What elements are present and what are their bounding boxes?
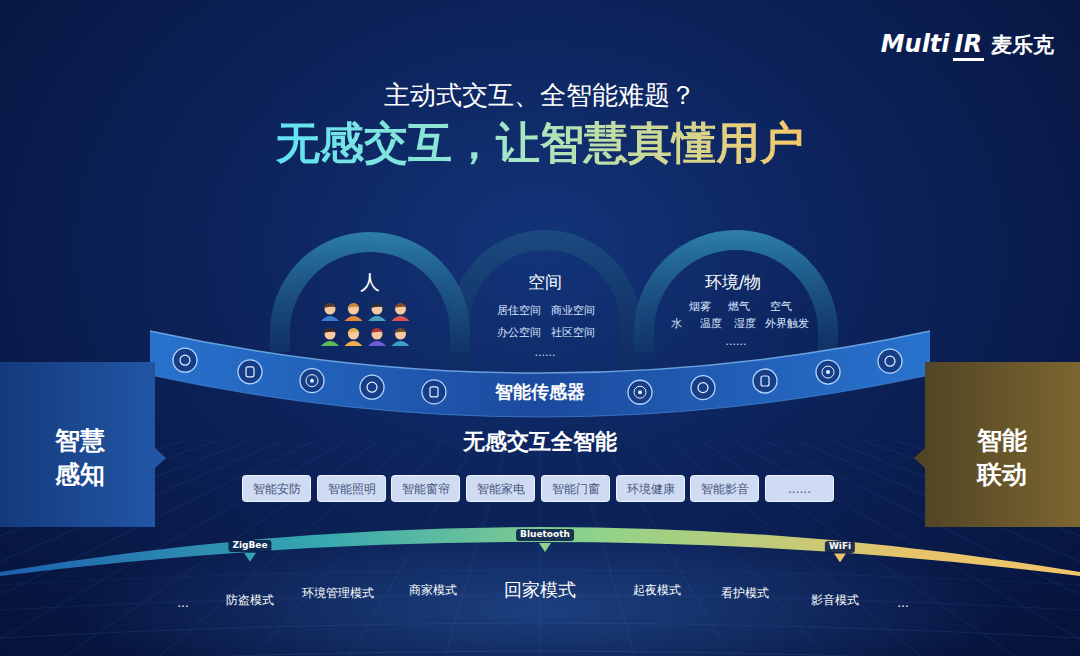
person-avatar bbox=[392, 328, 410, 346]
mode-label: 看护模式 bbox=[721, 586, 769, 600]
pointer-triangle bbox=[539, 543, 551, 552]
arch-stroke bbox=[644, 240, 828, 352]
node-item: 空气 bbox=[770, 300, 792, 313]
box-fill bbox=[467, 476, 535, 502]
mode-label: 防盗模式 bbox=[226, 593, 274, 607]
logo-word: Multi bbox=[881, 30, 950, 58]
node-item: ...... bbox=[726, 335, 747, 348]
mode-label: 起夜模式 bbox=[633, 583, 681, 597]
box-label: 智能窗帘 bbox=[402, 481, 450, 495]
side-panel: 智能联动 bbox=[912, 362, 1080, 527]
brand-logo: MultiIR麦乐克 bbox=[881, 30, 1054, 61]
sensor-icon bbox=[628, 380, 652, 404]
node-item: 水 bbox=[671, 317, 682, 330]
node-item: 社区空间 bbox=[551, 326, 595, 339]
feature-box: 环境健康 bbox=[616, 475, 685, 502]
sensor-icon bbox=[816, 360, 840, 384]
protocol-label: Bluetooth bbox=[516, 529, 574, 541]
node-heading: 环境/物 bbox=[705, 272, 762, 292]
person-avatar bbox=[368, 328, 386, 346]
person-avatar bbox=[321, 328, 339, 346]
box-fill bbox=[318, 476, 386, 502]
mode-label: 商家模式 bbox=[409, 583, 457, 597]
mode-label: 回家模式 bbox=[504, 579, 576, 601]
feature-box: 智能安防 bbox=[242, 475, 311, 502]
mode-ellipsis: ... bbox=[897, 596, 908, 610]
box-fill bbox=[617, 476, 685, 502]
box-label: ...... bbox=[788, 481, 811, 495]
box-fill bbox=[542, 476, 610, 502]
sensor-icon bbox=[173, 348, 197, 372]
node-item: 燃气 bbox=[728, 300, 750, 313]
sensor-band: 智能传感器 bbox=[150, 325, 930, 465]
feature-box: 智能家电 bbox=[466, 475, 535, 502]
box-label: 智能安防 bbox=[253, 481, 301, 495]
pointer-triangle bbox=[244, 553, 256, 562]
section-heading: 无感交互全智能 bbox=[463, 429, 617, 455]
feature-box: ...... bbox=[765, 475, 834, 502]
panel-fill bbox=[914, 362, 1080, 527]
box-fill bbox=[392, 476, 460, 502]
person-avatar bbox=[368, 303, 386, 321]
box-label: 智能影音 bbox=[701, 481, 749, 495]
sensor-icon bbox=[422, 380, 446, 404]
sensor-icon bbox=[360, 375, 384, 399]
band-fill bbox=[150, 331, 930, 417]
side-panel: 智慧感知 bbox=[0, 362, 170, 527]
person-avatar bbox=[345, 303, 363, 321]
arch-panel: 人 bbox=[260, 222, 480, 352]
mode-label: 环境管理模式 bbox=[302, 586, 374, 600]
node-item: 温度 bbox=[700, 317, 722, 330]
box-fill bbox=[691, 476, 759, 502]
box-fill bbox=[766, 476, 834, 502]
box-label: 环境健康 bbox=[627, 481, 675, 495]
subtitle-question: 主动式交互、全智能难题？ bbox=[384, 80, 696, 111]
sensor-icon bbox=[691, 376, 715, 400]
band-fill bbox=[0, 527, 1080, 576]
node-item: 办公空间 bbox=[497, 326, 541, 339]
mode-ellipsis: ... bbox=[177, 596, 188, 610]
logo-name: 麦乐克 bbox=[991, 31, 1054, 59]
box-label: 智能门窗 bbox=[552, 481, 600, 495]
protocol-band: ZigBee BluetoothWiFi bbox=[0, 510, 1080, 580]
arch-stroke bbox=[280, 242, 460, 352]
box-label: 智能照明 bbox=[328, 481, 376, 495]
protocol-label: WiFi bbox=[825, 541, 855, 553]
node-item: 外界触发 bbox=[765, 317, 809, 330]
feature-box: 智能门窗 bbox=[541, 475, 610, 502]
mode-label: 影音模式 bbox=[811, 593, 859, 607]
sensor-icon bbox=[300, 369, 324, 393]
arch-stroke bbox=[460, 240, 630, 372]
slide-title: 无感交互，让智慧真懂用户 bbox=[276, 117, 804, 170]
feature-box: 智能窗帘 bbox=[391, 475, 460, 502]
feature-box: 智能照明 bbox=[317, 475, 386, 502]
person-avatar bbox=[392, 303, 410, 321]
node-item: 烟雾 bbox=[689, 300, 711, 313]
node-heading: 空间 bbox=[528, 272, 562, 292]
logo-word: IR bbox=[953, 30, 984, 61]
sensor-icon bbox=[238, 360, 262, 384]
node-heading: 智能传感器 bbox=[495, 381, 585, 403]
sensor-icon bbox=[878, 349, 902, 373]
feature-box: 智能影音 bbox=[690, 475, 759, 502]
protocol-label: ZigBee bbox=[228, 540, 271, 552]
pointer-triangle bbox=[834, 553, 846, 562]
person-avatar bbox=[345, 328, 363, 346]
arch-panel: 环境/物烟雾 燃气 空气水 温度湿度外界触发...... bbox=[626, 222, 846, 352]
box-fill bbox=[243, 476, 311, 502]
box-label: 智能家电 bbox=[477, 481, 525, 495]
node-heading: 人 bbox=[360, 270, 380, 294]
node-heading: 智能联动 bbox=[975, 424, 1030, 492]
node-item: 居住空间 bbox=[497, 304, 541, 317]
person-avatar bbox=[321, 303, 339, 321]
node-item: 湿度 bbox=[734, 317, 756, 330]
protocol-band-shape bbox=[0, 510, 1080, 580]
sensor-icon bbox=[753, 369, 777, 393]
node-item: 商业空间 bbox=[551, 304, 595, 317]
panel-fill bbox=[0, 362, 166, 527]
node-item: ...... bbox=[535, 346, 556, 359]
node-heading: 智慧感知 bbox=[53, 424, 108, 492]
